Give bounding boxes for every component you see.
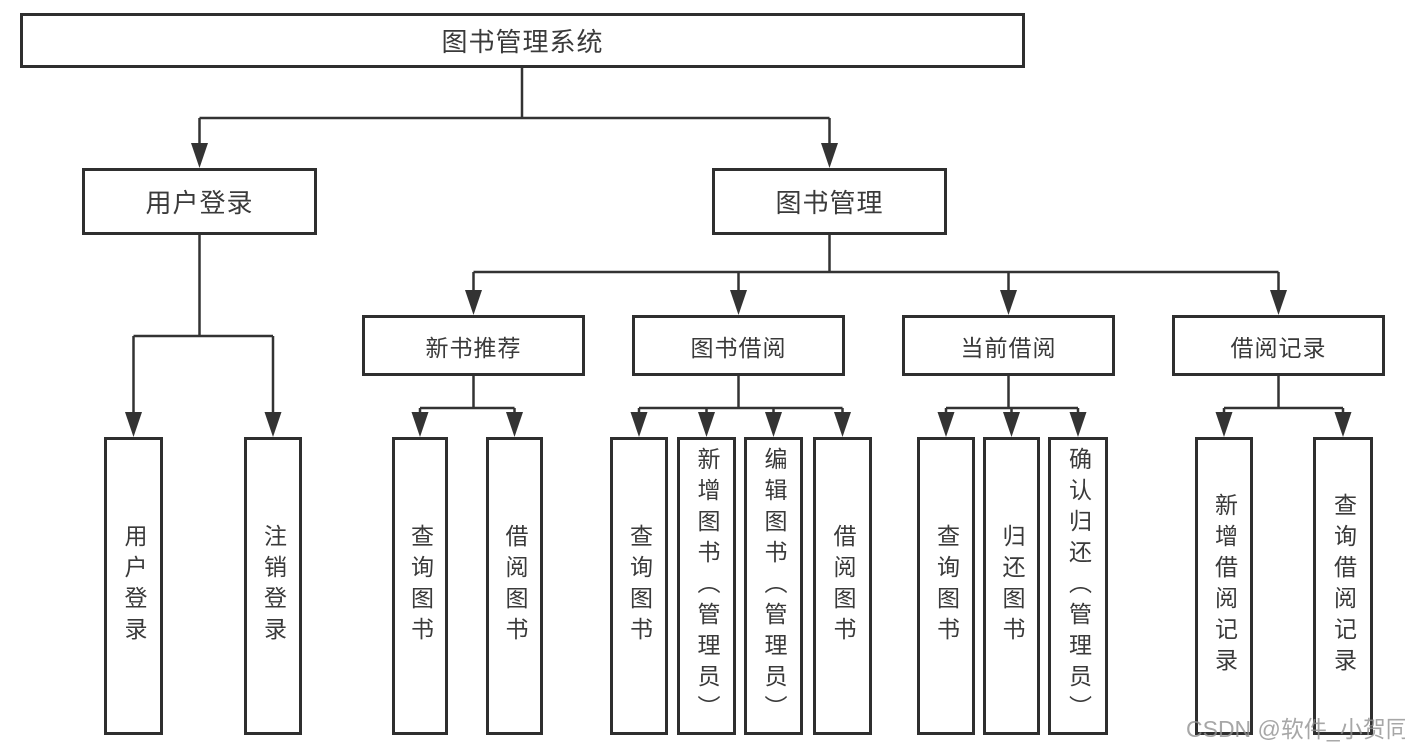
leaf-newbook-query: 查询图书 xyxy=(392,437,448,735)
leaf-logout-label: 注销登录 xyxy=(260,524,287,648)
leaf-current-query-label: 查询图书 xyxy=(933,524,960,648)
node-current-borrow: 当前借阅 xyxy=(902,315,1115,376)
leaf-records-add-label: 新增借阅记录 xyxy=(1211,493,1238,679)
leaf-borrow-query-label: 查询图书 xyxy=(626,524,653,648)
leaf-logout: 注销登录 xyxy=(244,437,302,735)
leaf-records-add: 新增借阅记录 xyxy=(1195,437,1253,735)
connector-records-to-leaves xyxy=(1222,376,1345,413)
leaf-newbook-borrow: 借阅图书 xyxy=(486,437,543,735)
node-book-borrow: 图书借阅 xyxy=(632,315,845,376)
node-new-book-recommend: 新书推荐 xyxy=(362,315,585,376)
leaf-borrow-edit-book-label: 编辑图书（管理员） xyxy=(761,446,787,726)
node-root-label: 图书管理系统 xyxy=(441,27,604,57)
node-book-management-label: 图书管理 xyxy=(775,188,884,218)
leaf-current-confirm-return: 确认归还（管理员） xyxy=(1048,437,1108,735)
leaf-records-query-label: 查询借阅记录 xyxy=(1330,493,1357,679)
node-user-login-label: 用户登录 xyxy=(145,188,254,218)
connector-bookmgmt-to-level3 xyxy=(472,235,1280,291)
leaf-current-return-label: 归还图书 xyxy=(999,524,1025,648)
connector-borrow-to-leaves xyxy=(637,376,844,413)
leaf-records-query: 查询借阅记录 xyxy=(1313,437,1373,735)
leaf-borrow-borrow-book-label: 借阅图书 xyxy=(830,524,856,648)
node-user-login: 用户登录 xyxy=(82,168,317,235)
connector-current-to-leaves xyxy=(944,376,1080,413)
watermark-text: CSDN @软件_小贺同学 xyxy=(1186,716,1405,742)
node-borrow-records-label: 借阅记录 xyxy=(1230,334,1327,361)
arrowheads xyxy=(125,143,1352,437)
leaf-borrow-query: 查询图书 xyxy=(610,437,668,735)
leaf-newbook-query-label: 查询图书 xyxy=(407,524,434,648)
node-book-borrow-label: 图书借阅 xyxy=(690,334,787,361)
leaf-current-query: 查询图书 xyxy=(917,437,975,735)
leaf-current-return: 归还图书 xyxy=(983,437,1040,735)
node-borrow-records: 借阅记录 xyxy=(1172,315,1385,376)
leaf-borrow-edit-book: 编辑图书（管理员） xyxy=(744,437,803,735)
connector-root-to-level2 xyxy=(198,68,831,144)
leaf-user-login-label: 用户登录 xyxy=(121,524,147,648)
node-new-book-recommend-label: 新书推荐 xyxy=(425,334,522,361)
node-book-management: 图书管理 xyxy=(712,168,947,235)
leaf-current-confirm-return-label: 确认归还（管理员） xyxy=(1065,446,1092,726)
leaf-borrow-add-book: 新增图书（管理员） xyxy=(677,437,736,735)
node-current-borrow-label: 当前借阅 xyxy=(960,334,1057,361)
connector-userlogin-to-leaves xyxy=(132,235,275,413)
leaf-borrow-add-book-label: 新增图书（管理员） xyxy=(694,446,720,726)
leaf-newbook-borrow-label: 借阅图书 xyxy=(502,524,528,648)
connector-newbook-to-leaves xyxy=(418,376,516,413)
node-root: 图书管理系统 xyxy=(20,13,1025,68)
leaf-user-login: 用户登录 xyxy=(104,437,163,735)
leaf-borrow-borrow-book: 借阅图书 xyxy=(813,437,872,735)
